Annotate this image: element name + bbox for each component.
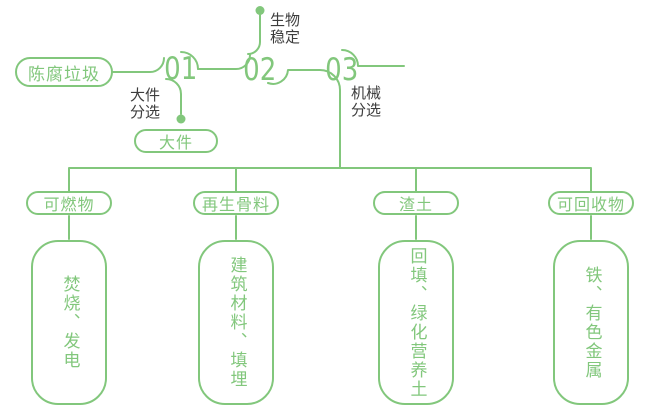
line-bio-stabilization-drop (247, 14, 261, 55)
line-step2-to-branch (267, 69, 341, 169)
detail-box-slag-soil: 回填、绿化营养土 (378, 240, 454, 405)
detail-text-combustibles: 焚烧、发电 (59, 275, 80, 370)
line-source-to-step1 (112, 57, 165, 73)
bulky-output-node: 大件 (134, 129, 218, 153)
bulky-output-label: 大件 (158, 133, 193, 152)
detail-box-combustibles: 焚烧、发电 (31, 240, 107, 405)
mechanical-sorting-label: 机械 分选 (351, 84, 382, 119)
detail-text-recycled-aggregate: 建筑材料、填埋 (226, 256, 247, 389)
category-node-recyclables: 可回收物 (548, 191, 634, 215)
source-label: 陈腐垃圾 (28, 64, 100, 85)
detail-box-recycled-aggregate: 建筑材料、填埋 (198, 240, 274, 405)
category-node-recycled-aggregate: 再生骨料 (193, 191, 279, 215)
bio-stabilization-label: 生物 稳定 (270, 11, 301, 46)
line-step3-out (341, 49, 405, 67)
branch-bar (68, 167, 592, 192)
bulky-sorting-label: 大件 分选 (130, 86, 161, 121)
category-node-slag-soil: 渣土 (373, 191, 459, 215)
detail-text-recyclables: 铁、有色金属 (581, 265, 602, 380)
line-step1-to-step2 (197, 54, 251, 70)
connector-dot-bulky (176, 114, 186, 124)
arc-step1-shoulder (180, 51, 199, 70)
step-1-number: 01 (164, 51, 198, 87)
source-node: 陈腐垃圾 (15, 57, 113, 87)
connector-dot-bio (255, 6, 265, 15)
detail-text-slag-soil: 回填、绿化营养土 (406, 246, 427, 399)
line-step1-to-bulky (165, 78, 182, 115)
step-3-number: 03 (325, 52, 359, 88)
category-node-combustibles: 可燃物 (26, 191, 112, 215)
detail-box-recyclables: 铁、有色金属 (553, 240, 629, 405)
step-2-number: 02 (243, 52, 277, 88)
